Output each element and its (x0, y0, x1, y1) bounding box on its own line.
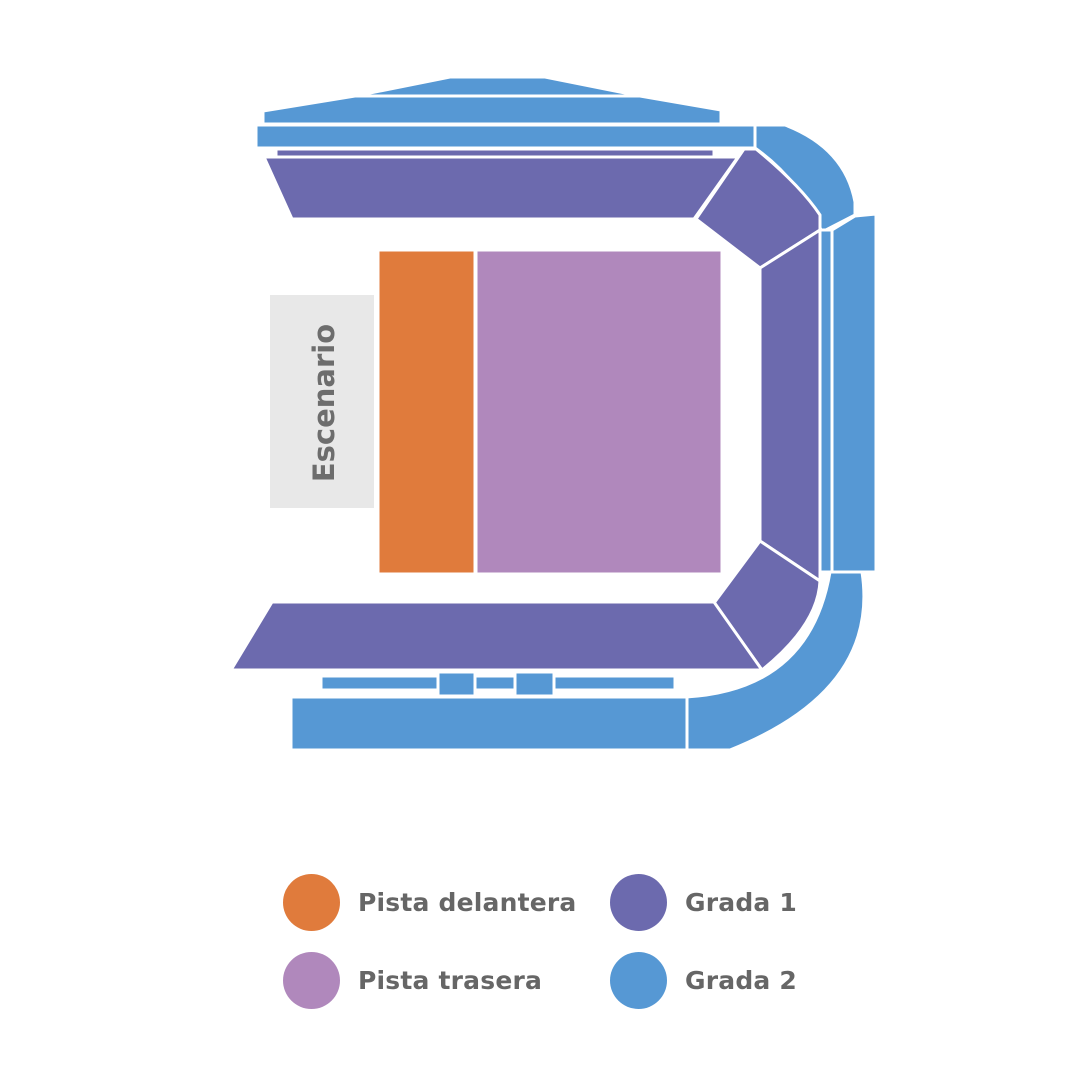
legend-swatch (610, 873, 667, 931)
legend-swatch (610, 951, 667, 1009)
legend-label: Pista trasera (358, 965, 543, 995)
legend-label: Grada 1 (685, 887, 797, 917)
legend-label: Grada 2 (685, 965, 797, 995)
section-grada-1-top[interactable] (262, 155, 740, 221)
stage-area (270, 295, 374, 508)
section-grada-2-top-main[interactable] (254, 123, 757, 150)
legend-label: Pista delantera (358, 887, 577, 917)
section-grada-2-top-peak[interactable] (353, 75, 642, 98)
section-grada-2-right-inner[interactable] (818, 228, 834, 574)
legend-item-pista-delantera[interactable]: Pista delantera (283, 873, 577, 931)
section-grada-2-bottom-strip[interactable] (319, 674, 677, 692)
section-grada-2-bottom-main[interactable] (289, 695, 689, 752)
section-pista-trasera[interactable] (474, 248, 724, 576)
section-grada-1-right[interactable] (758, 228, 822, 583)
section-grada-2-right-outer[interactable] (830, 212, 878, 574)
legend-item-grada-1[interactable]: Grada 1 (610, 873, 797, 931)
section-grada-2-bottom-box-right[interactable] (513, 670, 556, 698)
section-pista-delantera[interactable] (376, 248, 477, 576)
legend: Pista delantera Grada 1 Pista trasera Gr… (283, 873, 843, 1013)
legend-item-grada-2[interactable]: Grada 2 (610, 951, 797, 1009)
section-grada-1-bottom[interactable] (229, 600, 764, 672)
stage-label: Escenario (307, 324, 341, 482)
legend-swatch (283, 873, 340, 931)
section-grada-2-corner-bottom-right[interactable] (684, 570, 866, 752)
legend-swatch (283, 951, 340, 1009)
legend-item-pista-trasera[interactable]: Pista trasera (283, 951, 542, 1009)
section-grada-2-bottom-box-left[interactable] (436, 670, 477, 698)
section-grada-2-top-upper[interactable] (261, 94, 723, 126)
